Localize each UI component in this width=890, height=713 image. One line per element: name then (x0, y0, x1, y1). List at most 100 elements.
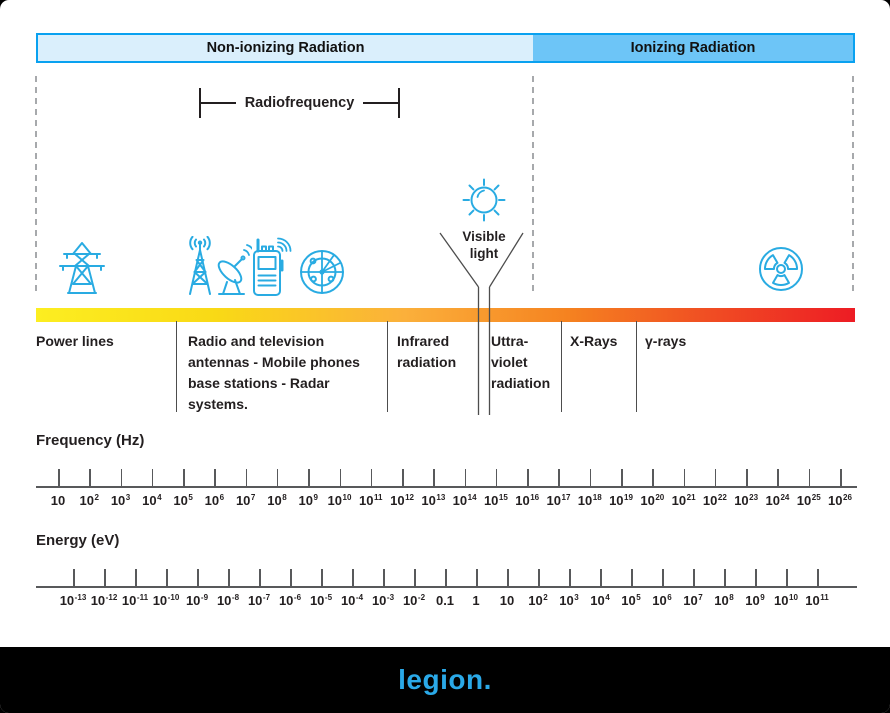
bracket-left-tick (199, 88, 201, 118)
section-label-gamma: γ-rays (645, 333, 687, 349)
axis-tick (507, 569, 509, 586)
axis-tick (104, 569, 106, 586)
bracket-right-rule (363, 102, 398, 104)
axis-tick-label: 10-6 (278, 592, 302, 608)
axis-tick-label: 10-3 (371, 592, 395, 608)
axis-tick-label: 1018 (577, 492, 602, 508)
axis-tick-label: 1010 (327, 492, 352, 508)
ionizing-band: Ionizing Radiation (533, 33, 855, 63)
walkie-talkie-icon (248, 237, 292, 297)
axis-tick-label: 1023 (734, 492, 759, 508)
axis-tick-label: 1019 (609, 492, 633, 508)
axis-tick-label: 1013 (421, 492, 446, 508)
radio-antenna-dish-icon (182, 236, 252, 296)
ionizing-label: Ionizing Radiation (630, 40, 756, 56)
axis-tick (135, 569, 137, 586)
axis-tick-label: 103 (110, 492, 131, 508)
axis-tick (495, 469, 498, 486)
axis-tick (58, 469, 60, 486)
axis-tick (746, 469, 748, 486)
axis-tick (120, 469, 123, 486)
axis-tick (276, 469, 279, 486)
spectrum-gradient-bar (36, 308, 855, 322)
axis-tick-label: 106 (204, 492, 225, 508)
axis-tick (840, 469, 842, 486)
bracket-left-rule (201, 102, 236, 104)
axis-tick-label: 1014 (452, 492, 477, 508)
axis-tick-label: 109 (298, 492, 318, 508)
axis-tick (683, 469, 686, 486)
axis-tick (569, 569, 571, 586)
axis-tick-label: 10-7 (247, 592, 271, 608)
axis-tick (73, 569, 75, 586)
axis-tick-label: 1012 (390, 492, 415, 508)
axis-tick (777, 469, 779, 486)
frequency-axis-title: Frequency (Hz) (36, 432, 145, 449)
section-label-ultraviolet: Uttra-violet radiation (491, 333, 551, 391)
axis-tick-label: 108 (267, 492, 287, 508)
section-separator (387, 321, 389, 412)
axis-tick (245, 469, 248, 486)
axis-tick-label: 1024 (765, 492, 790, 508)
axis-tick-label: 10-4 (340, 592, 364, 608)
radiation-icon (757, 245, 805, 293)
axis-tick (693, 569, 695, 586)
axis-tick (214, 469, 216, 486)
axis-tick-label: 104 (142, 492, 162, 508)
axis-tick-label: 1026 (828, 492, 852, 508)
axis-tick (558, 469, 560, 486)
axis-tick-label: 1010 (774, 592, 798, 608)
axis-tick-label: 109 (745, 592, 765, 608)
axis-tick (197, 569, 199, 586)
axis-tick (402, 469, 404, 486)
axis-tick (808, 469, 811, 486)
axis-tick (308, 469, 310, 486)
axis-tick-label: 107 (683, 592, 703, 608)
frequency-axis-ticks (36, 469, 857, 486)
axis-tick (259, 569, 261, 586)
axis-tick (433, 469, 435, 486)
section-separator (561, 321, 563, 412)
section-label-infrared: Infrared radiation (397, 333, 457, 370)
axis-tick (476, 569, 478, 586)
energy-axis-ticks (36, 569, 857, 586)
legion-logo: legion. (398, 664, 492, 695)
axis-tick (183, 469, 185, 486)
axis-tick (621, 469, 623, 486)
axis-tick (228, 569, 230, 586)
axis-tick-label: 10-10 (152, 592, 180, 608)
power-lines-icon (56, 240, 108, 296)
axis-tick-label: 0.1 (435, 593, 455, 608)
axis-tick (383, 569, 385, 586)
axis-tick (370, 469, 373, 486)
axis-tick-label: 103 (559, 592, 579, 608)
section-label-radio: Radio and television antennas - Mobile p… (188, 333, 360, 412)
axis-tick (321, 569, 323, 586)
bracket-right-tick (398, 88, 400, 118)
axis-tick (527, 469, 529, 486)
axis-tick-label: 10-5 (309, 592, 333, 608)
axis-tick-label: 10 (50, 493, 66, 508)
axis-tick (290, 569, 292, 586)
radiofrequency-label: Radiofrequency (244, 95, 355, 111)
energy-axis-title: Energy (eV) (36, 532, 120, 549)
axis-tick-label: 1011 (359, 492, 383, 508)
axis-tick-label: 10-2 (402, 592, 426, 608)
section-label-power-lines: Power lines (36, 333, 114, 349)
axis-tick (724, 569, 726, 586)
axis-tick-label: 1017 (546, 492, 571, 508)
axis-tick-label: 1020 (640, 492, 665, 508)
axis-tick-label: 1011 (805, 592, 829, 608)
axis-tick (414, 569, 416, 586)
axis-tick (755, 569, 757, 586)
axis-tick-label: 1021 (671, 492, 696, 508)
frequency-axis-line (36, 486, 857, 488)
axis-tick (589, 469, 592, 486)
axis-tick (339, 469, 342, 486)
axis-tick (445, 569, 447, 586)
visible-light-funnel (428, 224, 540, 415)
section-label-xrays: X-Rays (570, 333, 618, 349)
